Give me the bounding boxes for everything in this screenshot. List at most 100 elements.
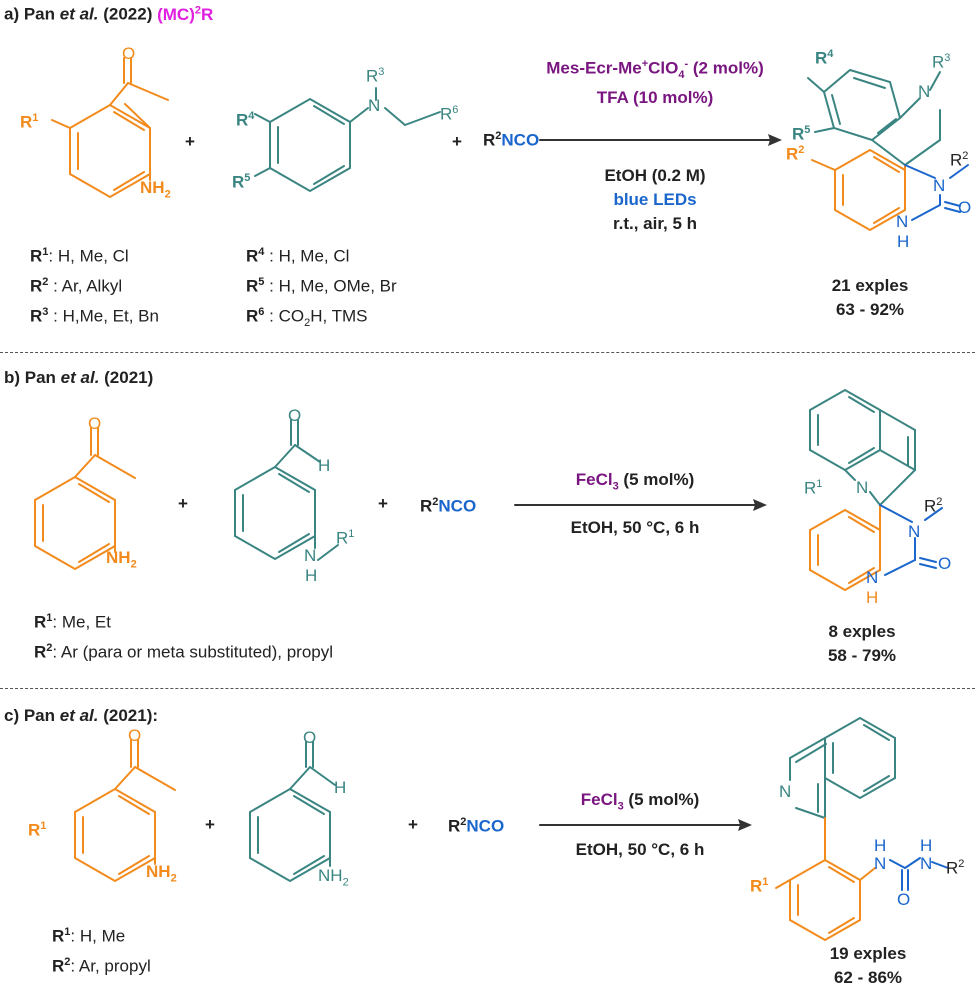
sub-sup: 2 <box>46 642 53 654</box>
cp-R1: R1 <box>750 876 768 897</box>
sub-text: : Ar, propyl <box>70 956 151 976</box>
mc-tag-sup: 2 <box>194 4 201 16</box>
b-isocyanate: R2NCO <box>420 496 476 517</box>
b-yield-count: 8 exples <box>828 622 896 641</box>
atom-sup: 1 <box>40 820 47 832</box>
a-R1-label: R1 <box>20 112 38 133</box>
b-product-benzo <box>809 504 881 592</box>
ap-NH: N <box>896 212 909 231</box>
atom-R: R <box>336 528 349 548</box>
bp-urea-N: N <box>908 522 921 541</box>
sub-sup: 4 <box>258 246 265 258</box>
a-R6-label: R6 <box>440 104 458 125</box>
sub-sup: 2 <box>42 276 49 288</box>
panel-c-header: c) Pan et al. (2021): <box>4 706 158 726</box>
catalyst-sup: - <box>684 58 689 70</box>
a-ketone-O: O <box>122 44 136 63</box>
b-NH: N <box>304 546 316 566</box>
a-plus-1: + <box>185 132 195 151</box>
header-etal: et al. <box>59 4 99 24</box>
bp-R2: R2 <box>924 496 942 517</box>
catalyst-text: FeCl <box>580 790 618 809</box>
sub-text: : H,Me, Et, Bn <box>48 306 159 326</box>
cp-N1: N <box>874 854 887 873</box>
atom-R: R <box>932 52 945 72</box>
arrow-head-c <box>738 819 752 831</box>
b-plus-1: + <box>178 494 188 513</box>
atom-sup: 3 <box>944 52 951 64</box>
b-product-quinoline <box>809 388 916 506</box>
atom-sub: 2 <box>164 188 171 201</box>
a-R3-label: R3 <box>366 66 384 87</box>
atom-sup: 6 <box>452 104 459 116</box>
sub-text: : H, Me, OMe, Br <box>264 276 397 296</box>
reagent-R: R <box>483 130 496 150</box>
sub-R: R <box>34 612 47 632</box>
atom-NH: NH <box>318 866 343 885</box>
header-text: a) Pan <box>4 4 60 24</box>
atom-NH: NH <box>146 862 171 881</box>
c-plus-1: + <box>205 815 215 834</box>
b-sub-R1: R1: Me, Et <box>34 612 111 633</box>
a-R5-label: R5 <box>232 172 250 193</box>
a-amine-N: N <box>368 96 381 115</box>
sub-text: : Ar (para or meta substituted), propyl <box>52 642 334 662</box>
sub-sup: 2 <box>64 956 71 968</box>
sub-text: : H, Me <box>70 926 126 946</box>
atom-sup: 1 <box>348 528 355 540</box>
ap-R5: R5 <box>792 124 810 145</box>
a-sub-R6: R6 : CO2H, TMS <box>246 306 368 329</box>
sub-sub: 2 <box>304 317 311 330</box>
sub-R: R <box>30 246 43 266</box>
a-sub-R3: R3 : H,Me, Et, Bn <box>30 306 159 327</box>
atom-R: R <box>946 858 959 878</box>
catalyst-text: FeCl <box>575 470 613 489</box>
b-NH2: NH2 <box>106 548 137 570</box>
mc-tag: (MC)2R <box>157 4 213 24</box>
b-plus-2: + <box>378 494 388 513</box>
reagent-NCO: NCO <box>438 496 477 516</box>
reagent-R: R <box>420 496 433 516</box>
b-catalyst: FeCl3 (5 mol%) <box>576 470 695 492</box>
c-isocyanate: R2NCO <box>448 816 504 837</box>
bp-H: H <box>866 588 879 607</box>
a-light: blue LEDs <box>613 190 697 209</box>
catalyst-sup: + <box>641 58 649 70</box>
c-yield-range: 62 - 86% <box>833 968 903 987</box>
reagent-sup: 2 <box>495 130 502 142</box>
atom-sub: 2 <box>342 876 349 889</box>
atom-sup: 5 <box>244 172 251 184</box>
sub-sup: 1 <box>46 612 53 624</box>
reagent-sup: 2 <box>460 816 467 828</box>
a-solvent: EtOH (0.2 M) <box>604 166 706 185</box>
a-plus-2: + <box>452 132 462 151</box>
a-product-benzo <box>811 148 906 232</box>
atom-sup: 4 <box>827 48 834 60</box>
cp-H2: H <box>920 836 933 855</box>
c-sub-R2: R2: Ar, propyl <box>52 956 151 977</box>
atom-N: N <box>304 546 317 565</box>
b-R1: R1 <box>336 528 354 549</box>
atom-sup: 1 <box>762 876 769 888</box>
bp-N: N <box>856 478 869 497</box>
atom-R: R <box>792 124 805 144</box>
sub-sup: 6 <box>258 306 265 318</box>
b-aldehyde-H: H <box>318 456 331 475</box>
atom-R: R <box>750 876 763 896</box>
ap-R4: R4 <box>815 48 833 69</box>
sub-text: : CO <box>264 306 305 326</box>
catalyst-sub: 3 <box>612 480 619 493</box>
bp-O: O <box>938 554 952 573</box>
b-conditions: EtOH, 50 °C, 6 h <box>570 518 700 537</box>
a-R4-label: R4 <box>236 110 254 131</box>
atom-R: R <box>232 172 245 192</box>
b-aminoacetophenone <box>34 427 136 571</box>
ap-N: N <box>918 82 931 101</box>
atom-sup: 5 <box>804 124 811 136</box>
cp-N: N <box>779 782 792 801</box>
reagent-sup: 2 <box>432 496 439 508</box>
sub-sup: 5 <box>258 276 265 288</box>
atom-R: R <box>815 48 828 68</box>
c-NH2-b: NH2 <box>318 866 349 888</box>
